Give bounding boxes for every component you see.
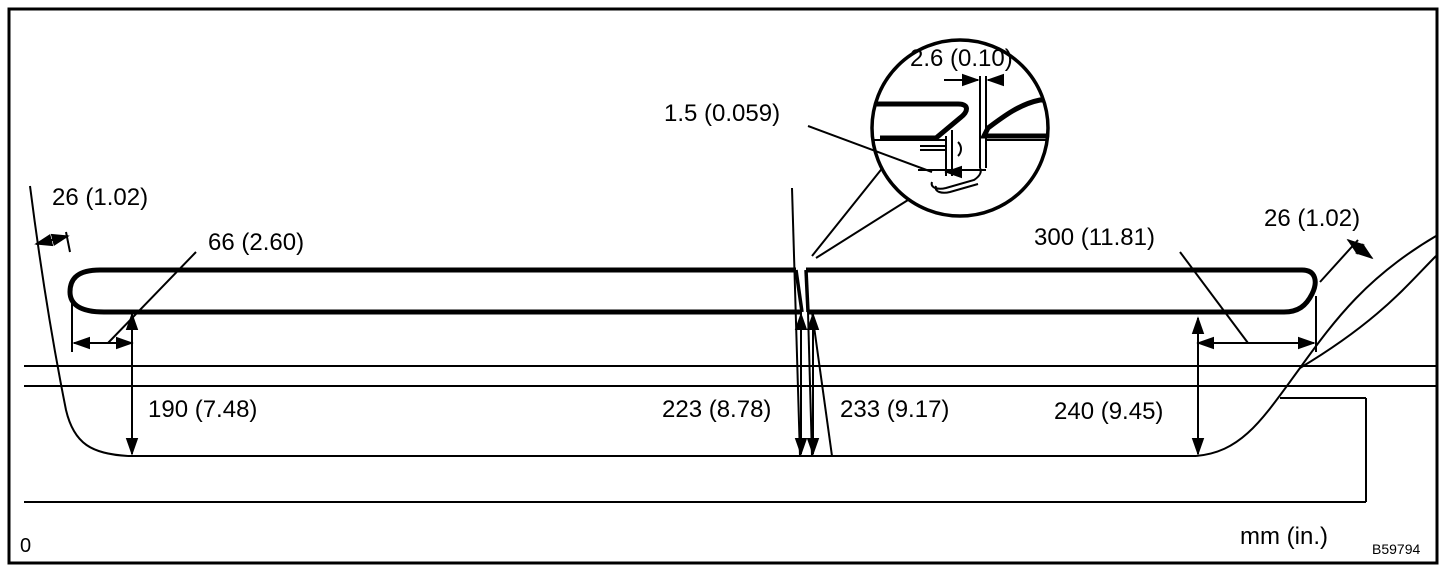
gap-leader: [807, 125, 933, 173]
dimension-front-overhang: [71, 251, 197, 352]
unit-note: mm (in.): [1240, 523, 1328, 550]
label-height-joint-rear: 233 (9.17): [840, 396, 949, 423]
dimension-end-offset-left: [34, 231, 71, 253]
figure-frame: [7, 7, 1439, 565]
label-step-detail: 2.6 (0.10): [910, 45, 1013, 72]
label-rear-overhang: 300 (11.81): [1034, 224, 1155, 251]
label-height-joint-front: 223 (8.78): [662, 396, 771, 423]
figure-code: B59794: [1372, 541, 1420, 557]
label-front-overhang: 66 (2.60): [208, 229, 304, 256]
label-end-offset-left: 26 (1.02): [52, 184, 148, 211]
label-height-rear: 240 (9.45): [1054, 398, 1163, 425]
detail-callout-pointer: [811, 165, 909, 259]
label-gap: 1.5 (0.059): [664, 100, 780, 127]
dimension-rear-overhang: [1179, 251, 1317, 352]
label-height-front: 190 (7.48): [148, 396, 257, 423]
molding-rear-section: [806, 267, 1318, 315]
joint-detail-loupe: [870, 38, 1050, 218]
molding-front-section: [67, 267, 802, 315]
label-end-offset-right: 26 (1.02): [1264, 205, 1360, 232]
corner-mark: 0: [20, 535, 31, 557]
dimension-end-offset-right: [1319, 238, 1374, 283]
